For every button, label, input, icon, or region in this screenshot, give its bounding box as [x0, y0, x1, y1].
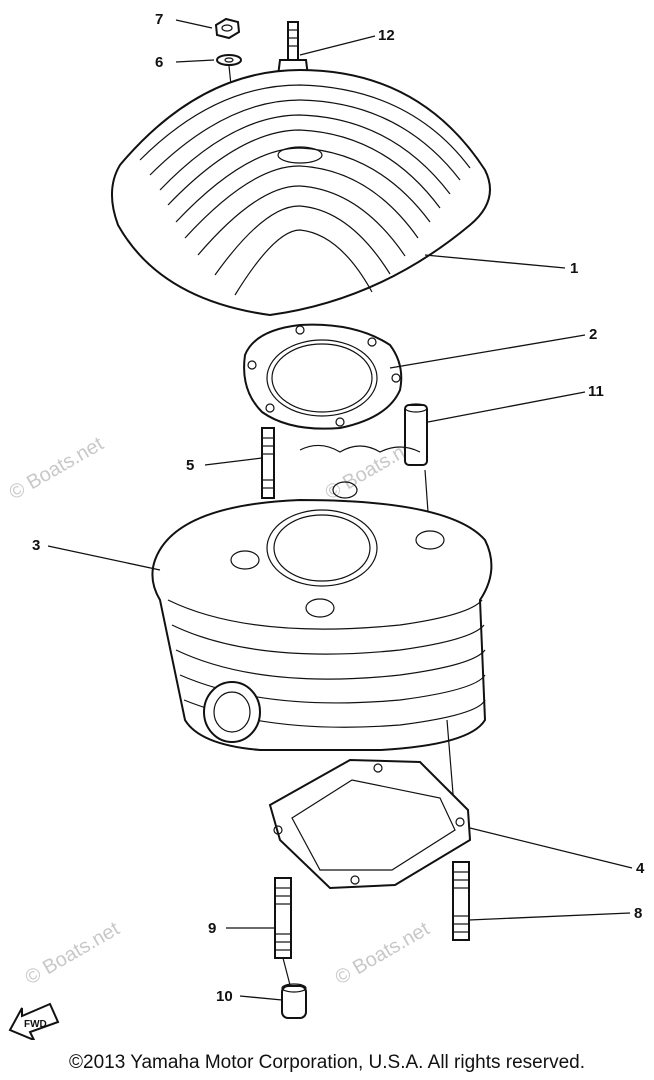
- head-gasket-part: [243, 323, 403, 430]
- callout-10: 10: [216, 988, 233, 1005]
- watermark-3: © Boats.net: [22, 918, 124, 990]
- cylinder-head-part: [110, 68, 491, 317]
- callout-1: 1: [570, 260, 578, 277]
- leader-10: [239, 995, 283, 1001]
- callout-5: 5: [186, 457, 194, 474]
- callout-9: 9: [208, 920, 216, 937]
- leader-2: [389, 334, 586, 369]
- callout-12: 12: [378, 27, 395, 44]
- dowel-pin-part: [404, 403, 428, 466]
- leader-5: [204, 457, 263, 466]
- leader-7: [175, 19, 213, 29]
- parts-diagram: © Boats.net © Boats.net © Boats.net © Bo…: [6, 11, 645, 1040]
- watermark-1: © Boats.net: [6, 433, 108, 505]
- leader-8: [468, 912, 631, 921]
- leader-4: [469, 827, 633, 869]
- base-stud-left-part: [274, 877, 292, 959]
- watermark-4: © Boats.net: [332, 918, 434, 990]
- callout-7: 7: [155, 11, 163, 28]
- collar-part: [281, 983, 307, 1019]
- fwd-arrow-icon: FWD: [8, 1002, 60, 1040]
- callout-2: 2: [589, 326, 597, 343]
- base-stud-right-part: [452, 861, 470, 941]
- base-gasket-part: [268, 758, 472, 890]
- nut-part: [214, 17, 241, 40]
- cylinder-body-part: [151, 444, 493, 751]
- stud-guide-line-bottom: [282, 957, 291, 986]
- leader-6: [175, 59, 215, 63]
- callout-11: 11: [588, 383, 604, 400]
- head-stud-part: [261, 427, 275, 499]
- leader-12: [299, 35, 376, 56]
- washer-part: [216, 54, 242, 66]
- fwd-label: FWD: [24, 1019, 47, 1030]
- callout-4: 4: [636, 860, 645, 877]
- callout-8: 8: [634, 905, 642, 922]
- callout-6: 6: [155, 54, 163, 71]
- leader-11: [427, 391, 586, 423]
- leader-3: [47, 545, 161, 571]
- callout-3: 3: [32, 537, 40, 554]
- leader-1: [424, 254, 566, 269]
- copyright-notice: ©2013 Yamaha Motor Corporation, U.S.A. A…: [69, 1052, 585, 1073]
